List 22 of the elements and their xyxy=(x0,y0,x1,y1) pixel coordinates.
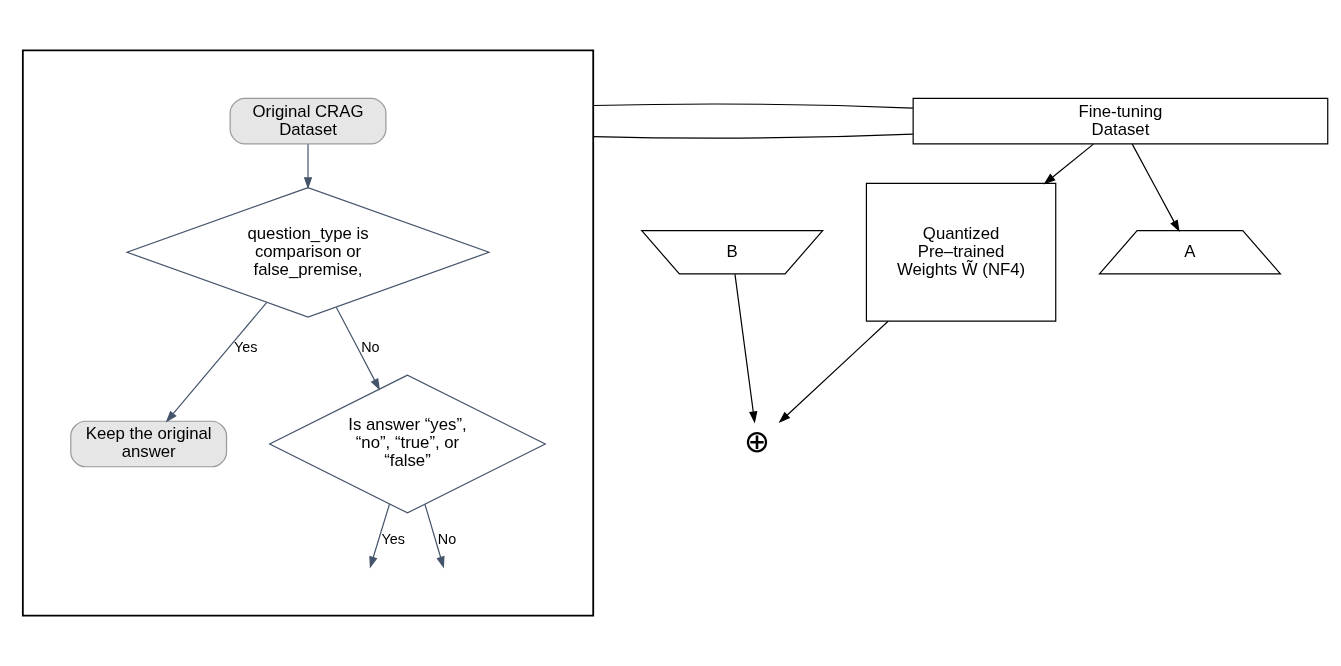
edge-label: No xyxy=(437,530,457,547)
arrow xyxy=(734,273,758,424)
connector xyxy=(592,103,914,109)
node-box: Fine-tuning Dataset xyxy=(912,97,1329,145)
arrow xyxy=(369,503,391,569)
arrow xyxy=(1043,143,1094,185)
node-text: ⊕ xyxy=(744,423,771,459)
arrow xyxy=(1131,143,1180,232)
arrow xyxy=(303,143,313,190)
node-box: Quantized Pre–trained Weights W̃ (NF4) xyxy=(865,182,1057,322)
cluster xyxy=(21,49,595,617)
arrow xyxy=(424,503,445,569)
node-box: Original CRAG Dataset xyxy=(229,97,387,145)
arrow xyxy=(778,320,889,424)
edge-label: Yes xyxy=(381,530,405,547)
node-box: Keep the original answer xyxy=(70,420,228,468)
edge-label: No xyxy=(361,338,380,355)
node-diamond: question_type is comparison or false_premise, xyxy=(125,186,491,318)
arrow xyxy=(165,302,268,423)
edge-label: Yes xyxy=(234,338,258,355)
connector xyxy=(592,133,914,139)
arrow xyxy=(335,306,381,391)
